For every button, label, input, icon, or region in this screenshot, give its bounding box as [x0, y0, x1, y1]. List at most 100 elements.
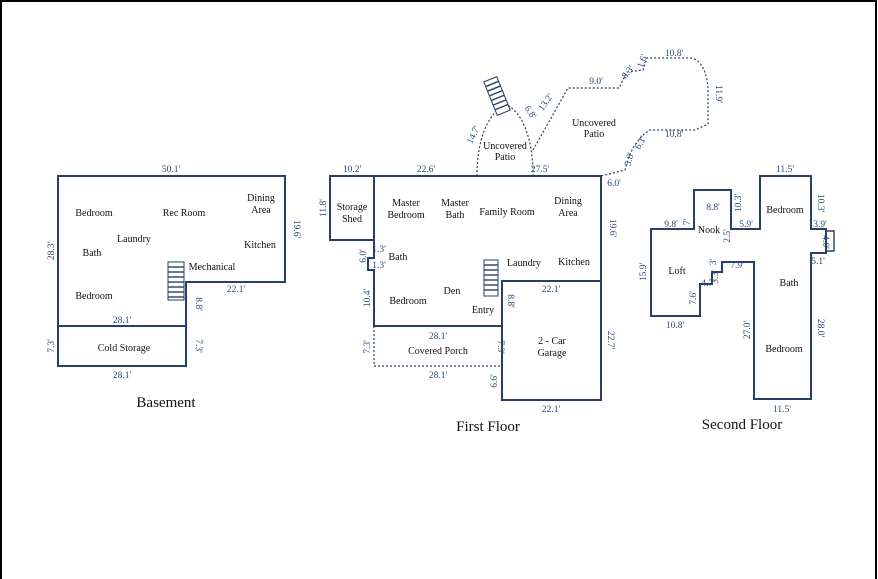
loft-label: Loft	[668, 266, 685, 277]
ff-dim-notch-a: 6.0'	[359, 249, 369, 263]
ff-dim-patio-k: 5.8'	[623, 151, 636, 167]
patio-stairs	[483, 76, 511, 116]
sf-dim-loft-e: 7.6'	[689, 291, 699, 305]
first-dining-label-2: Area	[558, 208, 578, 219]
basement-cold-storage-label: Cold Storage	[98, 343, 151, 354]
sf-dim-loft-c: 3.3'	[711, 270, 721, 284]
first-laundry-label: Laundry	[507, 258, 541, 269]
garage-label-2: Garage	[538, 348, 567, 359]
sf-dim-right-c: 4.0'	[820, 235, 830, 249]
ff-dim-patio-d: 9.0'	[589, 77, 603, 87]
sf-dim-nook-right-b: 2.5'	[723, 229, 733, 243]
first-bath-label: Bath	[389, 252, 408, 263]
ff-dim-porch-top: 28.1'	[429, 332, 448, 342]
basement-dim-step-v: 8.8'	[193, 297, 203, 311]
ff-dim-patio-g: 10.8'	[665, 49, 684, 59]
ff-dim-porch-left: 7.3'	[363, 340, 373, 354]
sf-dim-nook-left: 7'	[683, 218, 693, 225]
first-floor-stairs	[483, 259, 499, 297]
basement-dim-bottom: 28.1'	[113, 371, 132, 381]
den-label: Den	[444, 286, 461, 297]
basement-bedroom-top-label: Bedroom	[75, 208, 112, 219]
sf-dim-loft-b: 7.9'	[730, 261, 744, 271]
ff-dim-garage-right: 22.7'	[605, 331, 615, 350]
basement-dim-cold-right: 7.3'	[193, 339, 203, 353]
storage-shed-outline	[329, 175, 374, 241]
second-floor-outline	[650, 175, 827, 400]
second-floor-closet	[826, 230, 835, 252]
garage-outline	[501, 281, 602, 401]
second-floor-title: Second Floor	[702, 417, 782, 433]
ff-dim-top-b: 27.5'	[531, 165, 550, 175]
master-bedroom-label-2: Bedroom	[387, 210, 424, 221]
basement-dim-cold-left: 7.3'	[47, 339, 57, 353]
ff-dim-garage-bottom: 22.1'	[542, 405, 561, 415]
ff-dim-porch-right: 7.3'	[495, 340, 505, 354]
uncovered-patio-b-label-2: Patio	[584, 129, 605, 140]
ff-dim-patio-b: 6.8'	[522, 104, 538, 121]
ff-dim-right-b: 19.6'	[607, 219, 617, 238]
second-bedroom-top-label: Bedroom	[766, 205, 803, 216]
sf-dim-step-a: 5.9'	[739, 220, 753, 230]
ff-dim-patio-j: 6.1'	[634, 134, 650, 151]
uncovered-patio-a-label-1: Uncovered	[483, 141, 527, 152]
ff-dim-entry-v: 8.8'	[505, 294, 515, 308]
first-floor-plan: Storage Shed Master Bedroom Master Bath …	[319, 49, 723, 435]
basement-dim-right: 19.6'	[291, 220, 301, 239]
ff-dim-kitchen-bottom: 22.1'	[542, 285, 561, 295]
basement-dim-left: 28.3'	[47, 242, 57, 261]
basement-dim-step-h: 22.1'	[227, 285, 246, 295]
basement-dining-label-1: Dining	[247, 193, 275, 204]
ff-dim-patio-h: 11.9'	[713, 85, 723, 103]
sf-dim-right-a: 10.3'	[815, 194, 825, 213]
basement-laundry-label: Laundry	[117, 234, 151, 245]
basement-plan: Bedroom Rec Room Dining Area Laundry Bat…	[47, 165, 301, 411]
sf-dim-right-b: 3.9'	[813, 220, 827, 230]
uncovered-patio-a-outline	[476, 103, 534, 177]
nook-label: Nook	[698, 225, 720, 236]
ff-dim-garage-left: 6.6'	[490, 374, 500, 388]
cold-storage-outline	[57, 326, 187, 367]
sf-dim-bath-right: 28.0'	[815, 319, 825, 338]
ff-dim-shed-left: 11.8'	[319, 199, 329, 217]
first-kitchen-label: Kitchen	[558, 257, 590, 268]
sf-dim-top-right: 11.5'	[776, 165, 794, 175]
basement-dining-label-2: Area	[251, 205, 271, 216]
first-floor-title: First Floor	[456, 419, 520, 435]
covered-porch-label: Covered Porch	[408, 346, 468, 357]
basement-kitchen-label: Kitchen	[244, 240, 276, 251]
second-floor-plan: Nook Bedroom Loft Bath Bedroom 11.5' 8.8…	[639, 165, 835, 433]
sf-dim-right-d: 5.1'	[811, 257, 825, 267]
ff-dim-patio-f: 1.6'	[636, 53, 650, 69]
ff-dim-top-a: 22.6'	[417, 165, 436, 175]
ff-dim-left-lower: 10.4'	[363, 289, 373, 308]
ff-dim-shed-top: 10.2'	[343, 165, 362, 175]
uncovered-patio-a-label-2: Patio	[495, 152, 516, 163]
basement-rec-room-label: Rec Room	[163, 208, 206, 219]
garage-label-1: 2 - Car	[538, 336, 566, 347]
basement-mechanical-label: Mechanical	[189, 262, 236, 273]
ff-dim-patio-e: 8.3'	[620, 64, 637, 81]
second-bath-label: Bath	[780, 278, 799, 289]
ff-dim-notch-c: 1.3'	[372, 261, 386, 271]
uncovered-patio-b-label-1: Uncovered	[572, 118, 616, 129]
family-room-label: Family Room	[479, 207, 535, 218]
basement-bath-label: Bath	[83, 248, 102, 259]
master-bath-label-1: Master	[441, 198, 469, 209]
second-bedroom-bottom-label: Bedroom	[765, 344, 802, 355]
basement-title: Basement	[136, 395, 196, 411]
sf-dim-left-top: 9.8'	[664, 220, 678, 230]
storage-shed-label-2: Shed	[342, 214, 362, 225]
basement-bedroom-bottom-label: Bedroom	[75, 291, 112, 302]
ff-dim-right-a: 6.0'	[607, 179, 621, 189]
basement-dim-top: 50.1'	[162, 165, 181, 175]
sf-dim-loft-a: 3'	[709, 258, 719, 265]
storage-shed-label-1: Storage	[337, 202, 368, 213]
master-bath-label-2: Bath	[446, 210, 465, 221]
sf-dim-nook-right-a: 10.3'	[734, 194, 744, 213]
sf-dim-loft-d: 4.7'	[701, 279, 715, 289]
uncovered-patio-b-outline	[532, 57, 709, 177]
entry-label: Entry	[472, 305, 494, 316]
